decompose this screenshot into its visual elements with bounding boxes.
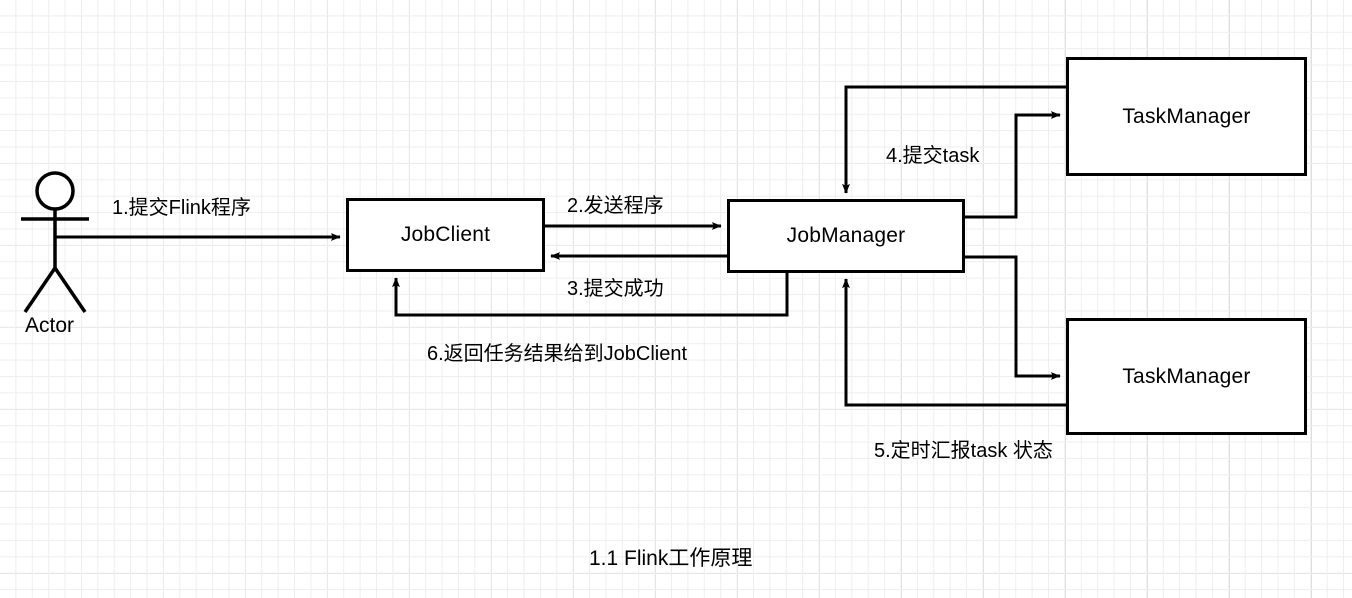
- edge-4-return-path: [842, 85, 1066, 194]
- actor-label: Actor: [25, 314, 75, 337]
- node-taskmanager-bottom-label: TaskManager: [1122, 364, 1251, 388]
- edge-4-label: 4.提交task: [886, 145, 980, 167]
- node-taskmanager-top[interactable]: TaskManager: [1066, 57, 1307, 176]
- edge-3-label: 3.提交成功: [567, 278, 664, 300]
- actor-figure: [21, 171, 89, 313]
- edge-5-label: 5.定时汇报task 状态: [874, 440, 1053, 462]
- node-jobmanager[interactable]: JobManager: [727, 199, 965, 273]
- edge-1-label: 1.提交Flink程序: [112, 197, 251, 219]
- node-jobclient-label: JobClient: [400, 223, 491, 246]
- edge-5-path: [842, 278, 1066, 407]
- figure-caption: 1.1 Flink工作原理: [589, 547, 753, 570]
- edge-2-label: 2.发送程序: [567, 195, 664, 217]
- node-jobclient[interactable]: JobClient: [346, 198, 545, 272]
- edge-6-path: [392, 273, 789, 317]
- node-taskmanager-bottom[interactable]: TaskManager: [1066, 318, 1307, 435]
- node-taskmanager-top-label: TaskManager: [1122, 104, 1251, 128]
- edge-5-dispatch-path: [965, 255, 1061, 380]
- edge-6-label: 6.返回任务结果给到JobClient: [427, 343, 688, 365]
- edge-4-path: [965, 111, 1061, 219]
- node-jobmanager-label: JobManager: [786, 224, 906, 247]
